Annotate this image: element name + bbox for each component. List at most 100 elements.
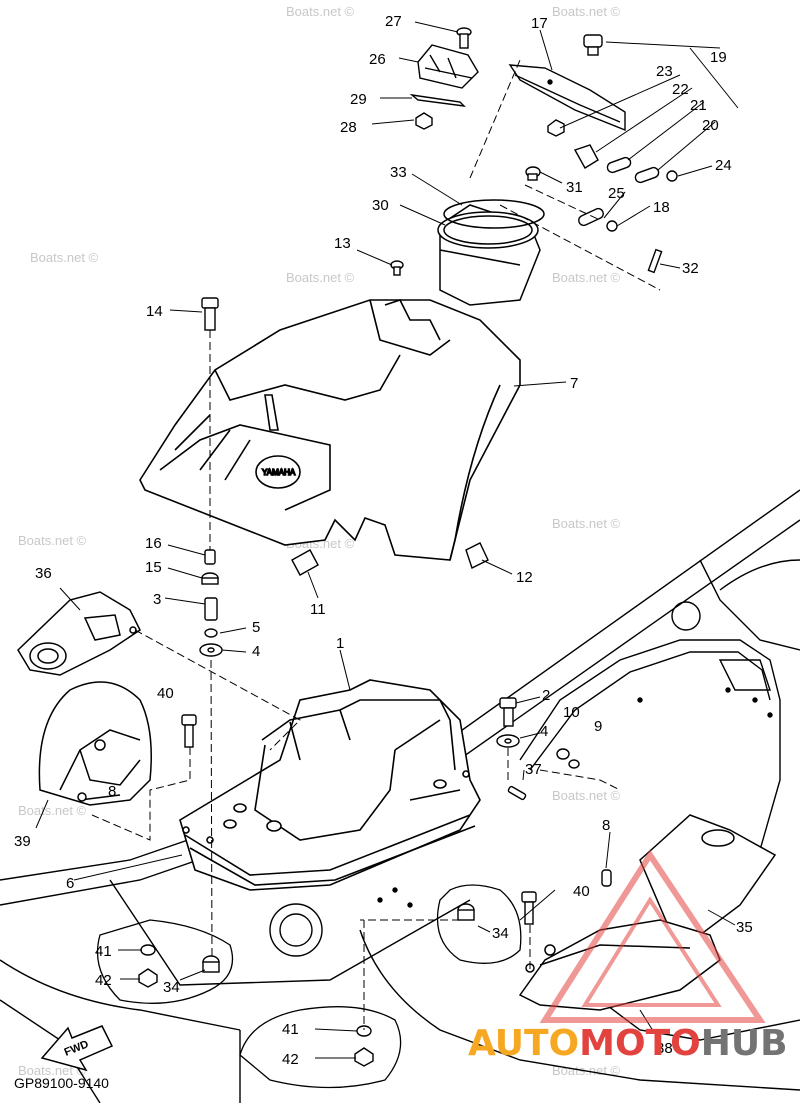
callout-41: 41 bbox=[282, 1021, 299, 1038]
part-32-pin bbox=[647, 248, 663, 274]
watermark: Boats.net © bbox=[286, 4, 355, 19]
assembly-lines bbox=[91, 59, 661, 1030]
brand-part1: AUTO bbox=[468, 1023, 579, 1064]
part-40-bolt bbox=[521, 891, 537, 925]
callout-12: 12 bbox=[516, 569, 533, 586]
part-7-tank-cover: YAMAHA bbox=[139, 299, 521, 561]
callout-34: 34 bbox=[163, 979, 180, 996]
watermark: Boats.net © bbox=[18, 533, 87, 548]
part-9-washer bbox=[568, 759, 580, 769]
callout-28: 28 bbox=[340, 119, 357, 136]
drawing-code: GP89100-9140 bbox=[14, 1075, 109, 1091]
callout-31: 31 bbox=[566, 179, 583, 196]
callout-20: 20 bbox=[702, 117, 719, 134]
part-41-washer bbox=[140, 944, 156, 956]
callout-38: 38 bbox=[656, 1040, 673, 1057]
callout-42: 42 bbox=[95, 972, 112, 989]
part-26-hinge bbox=[409, 44, 479, 107]
part-20-plate bbox=[634, 166, 660, 184]
brand-part3: HUB bbox=[701, 1023, 788, 1064]
part-24-screw bbox=[666, 170, 678, 182]
callout-18: 18 bbox=[653, 199, 670, 216]
callout-30: 30 bbox=[372, 197, 389, 214]
fwd-arrow: FWD bbox=[40, 1025, 114, 1072]
callout-25: 25 bbox=[608, 185, 625, 202]
callout-23: 23 bbox=[656, 63, 673, 80]
brand-part2: MOTO bbox=[579, 1023, 701, 1064]
part-4-washer bbox=[199, 643, 223, 657]
callout-3: 3 bbox=[153, 591, 161, 608]
callout-42: 42 bbox=[282, 1051, 299, 1068]
callout-2: 2 bbox=[542, 687, 550, 704]
callout-6: 6 bbox=[66, 875, 74, 892]
part-30-33-hatch bbox=[437, 199, 545, 306]
callout-34: 34 bbox=[492, 925, 509, 942]
callout-27: 27 bbox=[385, 13, 402, 30]
hull-logo-text: YAMAHA bbox=[262, 468, 296, 477]
callout-4: 4 bbox=[540, 723, 548, 740]
part-5-washer bbox=[204, 628, 218, 638]
watermark: Boats.net © bbox=[18, 803, 87, 818]
part-15-nut bbox=[201, 572, 219, 585]
part-10-nut bbox=[556, 748, 570, 760]
callout-33: 33 bbox=[390, 164, 407, 181]
callout-8: 8 bbox=[108, 783, 116, 800]
callout-8: 8 bbox=[602, 817, 610, 834]
warning-triangle-icon bbox=[539, 849, 766, 1023]
part-4-washer bbox=[496, 734, 520, 748]
callout-9: 9 bbox=[594, 718, 602, 735]
callout-35: 35 bbox=[736, 919, 753, 936]
part-18-screw bbox=[606, 220, 618, 232]
callout-40: 40 bbox=[157, 685, 174, 702]
part-36-vent bbox=[17, 591, 141, 676]
part-19-bolt bbox=[583, 34, 603, 56]
callout-1: 1 bbox=[336, 635, 344, 652]
svg-text:AUTOMOTOHUB: AUTOMOTOHUB bbox=[468, 1023, 788, 1064]
part-34-grommet bbox=[457, 903, 475, 921]
part-21-plate bbox=[606, 156, 632, 174]
callout-10: 10 bbox=[563, 704, 580, 721]
part-40-bolt bbox=[181, 714, 197, 748]
part-25-plate bbox=[578, 207, 604, 227]
part-12-pad bbox=[465, 542, 489, 569]
part-14-bolt bbox=[201, 297, 219, 331]
leader-lines bbox=[35, 21, 739, 1059]
callout-17: 17 bbox=[531, 15, 548, 32]
part-23-nut bbox=[547, 119, 565, 137]
callout-4: 4 bbox=[252, 643, 260, 660]
callout-36: 36 bbox=[35, 565, 52, 582]
part-11-pad bbox=[291, 549, 319, 576]
part-22-clip bbox=[573, 144, 599, 169]
callout-14: 14 bbox=[146, 303, 163, 320]
part-2-bolt bbox=[499, 697, 517, 727]
callout-13: 13 bbox=[334, 235, 351, 252]
callout-16: 16 bbox=[145, 535, 162, 552]
part-41-washer bbox=[356, 1025, 372, 1037]
watermark: Boats.net © bbox=[286, 270, 355, 285]
part-17-bracket bbox=[508, 64, 626, 132]
watermark: Boats.net © bbox=[30, 250, 99, 265]
part-13-screw bbox=[390, 260, 404, 276]
callout-21: 21 bbox=[690, 97, 707, 114]
callout-26: 26 bbox=[369, 51, 386, 68]
callout-32: 32 bbox=[682, 260, 699, 277]
callout-29: 29 bbox=[350, 91, 367, 108]
callout-40: 40 bbox=[573, 883, 590, 900]
watermark: Boats.net © bbox=[552, 4, 621, 19]
brand-logo: AUTOMOTOHUB bbox=[468, 849, 788, 1064]
callout-15: 15 bbox=[145, 559, 162, 576]
callout-19: 19 bbox=[710, 49, 727, 66]
watermark: Boats.net © bbox=[552, 516, 621, 531]
callout-5: 5 bbox=[252, 619, 260, 636]
part-1-fuel-tank bbox=[179, 679, 481, 891]
watermark: Boats.net © bbox=[552, 270, 621, 285]
part-31-cap bbox=[525, 166, 541, 181]
watermark: Boats.net © bbox=[552, 788, 621, 803]
part-39-vent-cover bbox=[38, 681, 152, 806]
watermark: Boats.net © bbox=[18, 1063, 87, 1078]
detail-outlines bbox=[96, 884, 522, 1089]
part-8-pin bbox=[601, 869, 612, 887]
part-16-spacer bbox=[204, 549, 216, 565]
part-37-bolt bbox=[507, 785, 527, 801]
